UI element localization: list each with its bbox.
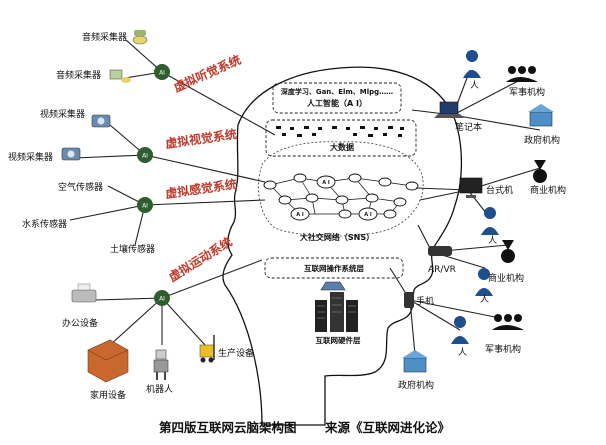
ai-layer-box <box>272 82 402 114</box>
ai-node-label-1: A I <box>322 180 330 186</box>
laptop-label: 笔记本 <box>455 121 482 133</box>
audio-collector-1-label: 音频采集器 <box>82 31 127 43</box>
military-icon <box>492 314 524 330</box>
brain-region <box>258 141 424 237</box>
layer-bigdata-label: 大数据 <box>330 142 354 152</box>
soil-sensor-label: 土壤传感器 <box>110 243 155 255</box>
layer-ml-label: 深度学习、Gan、Elm、Mlpg…… <box>281 87 393 96</box>
layer-sns-label: 大社交网络（SNS） <box>300 232 374 242</box>
audio-collector-icon <box>109 69 131 83</box>
layer-ai-label: 人工智能（A I） <box>307 98 367 108</box>
government-icon <box>402 350 428 373</box>
head-outline <box>222 66 463 426</box>
ai-node-label-2: A I <box>296 212 304 218</box>
person-icon <box>481 207 499 235</box>
system-hearing-label: 虚拟听觉系统 <box>171 52 243 95</box>
business-2-label: 商业机构 <box>488 272 524 284</box>
robot-icon <box>153 349 169 380</box>
person-icon <box>475 268 493 296</box>
laptop-icon <box>434 101 464 118</box>
production-equipment-label: 生产设备 <box>218 347 254 359</box>
gov-1-label: 政府机构 <box>524 134 560 146</box>
video-collector-1-label: 视频采集器 <box>40 108 85 120</box>
water-sensor-label: 水系传感器 <box>22 218 67 230</box>
military-icon <box>506 66 538 82</box>
video-collector-icon <box>91 114 111 128</box>
desktop-icon <box>459 177 483 198</box>
military-1-label: 军事机构 <box>509 86 545 98</box>
caption-title: 第四版互联网云脑架构图 <box>159 420 297 435</box>
military-2-label: 军事机构 <box>485 343 521 355</box>
business-1-label: 商业机构 <box>530 184 566 196</box>
business-icon <box>501 240 515 263</box>
printer-icon <box>71 283 97 303</box>
gov-2-label: 政府机构 <box>398 379 434 391</box>
layer-hw-label: 互联网硬件层 <box>316 335 361 345</box>
appliance-icon <box>87 339 129 383</box>
os-layer-box <box>264 257 404 279</box>
business-icon <box>533 160 547 183</box>
sns-nodes <box>263 173 419 221</box>
government-icon <box>528 104 554 127</box>
audio-collector-2-label: 音频采集器 <box>56 69 101 81</box>
audio-collector-icon <box>132 30 148 45</box>
hardware-servers <box>315 281 358 332</box>
home-appliance-label: 家用设备 <box>90 389 126 401</box>
desktop-label: 台式机 <box>486 184 513 196</box>
ai-node-label-3: A I <box>364 212 372 218</box>
system-vision-label: 虚拟视觉系统 <box>164 126 237 151</box>
person-icon <box>463 50 481 78</box>
person-3-label: 人 <box>480 294 489 305</box>
system-sense-label: 虚拟感觉系统 <box>164 176 237 201</box>
hub-label-hearing: AI <box>159 70 165 77</box>
arvr-label: AR/VR <box>428 265 456 275</box>
vr-headset-icon <box>428 246 452 256</box>
hub-label-vision: AI <box>142 153 148 160</box>
hub-label-motion: AI <box>159 296 165 303</box>
bigdata-blocks <box>276 126 404 137</box>
phone-icon <box>404 292 414 308</box>
caption-source: 来源《互联网进化论》 <box>324 420 450 435</box>
office-equipment-label: 办公设备 <box>62 317 98 329</box>
left-hubs <box>137 64 170 306</box>
person-4-label: 人 <box>458 347 467 358</box>
person-1-label: 人 <box>470 80 479 91</box>
air-sensor-label: 空气传感器 <box>58 181 103 193</box>
robot-label: 机器人 <box>146 383 173 395</box>
forklift-icon <box>199 335 215 363</box>
person-2-label: 人 <box>488 235 497 246</box>
video-collector-2-label: 视频采集器 <box>8 151 53 163</box>
system-motion-label: 虚拟运动系统 <box>166 234 235 285</box>
right-connection-lines <box>389 69 541 356</box>
video-collector-icon <box>61 147 81 161</box>
phone-label: 手机 <box>416 295 434 307</box>
hub-label-sense: AI <box>142 203 148 210</box>
person-icon <box>451 316 469 344</box>
layer-os-label: 互联网操作系统层 <box>304 263 364 273</box>
